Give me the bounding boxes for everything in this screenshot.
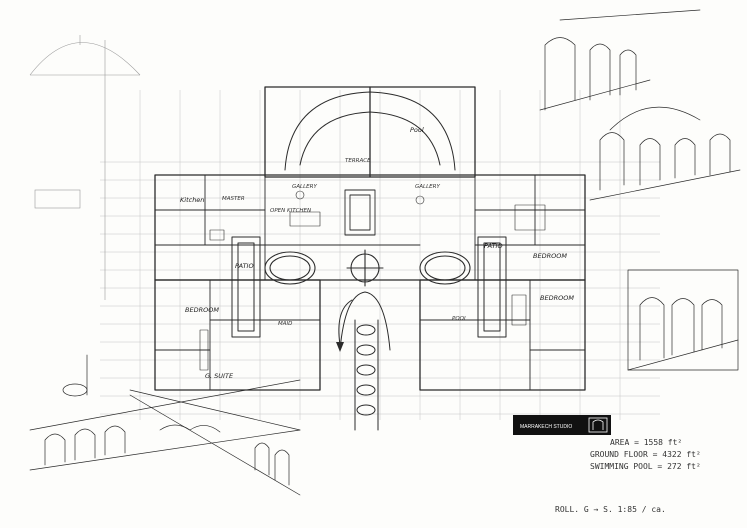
label-pool: Pool: [410, 126, 424, 134]
label-bedroom-right-2: BEDROOM: [540, 294, 574, 302]
note-area: AREA = 1558 ft²: [610, 438, 682, 447]
label-patio-left: PATIO: [235, 262, 254, 270]
label-master: MASTER: [222, 196, 245, 202]
furniture-hints: [199, 190, 546, 371]
courtyard-perspective-sketch: [29, 354, 301, 496]
dome-elevation-sketch: [29, 35, 141, 300]
patio-right: [477, 236, 507, 338]
label-bedroom-right: BEDROOM: [533, 252, 567, 260]
label-pool-right: POOL: [452, 316, 467, 322]
label-open-kitchen: OPEN KITCHEN: [270, 208, 311, 214]
logo-text: MARRAKECH STUDIO: [520, 424, 572, 430]
label-patio-right: PATIO: [484, 242, 503, 250]
interior-walls: [154, 174, 586, 391]
label-kitchen: Kitchen: [180, 196, 204, 204]
building-outline: [154, 86, 586, 391]
note-ground-floor: GROUND FLOOR = 4322 ft²: [590, 450, 701, 459]
arch-interior-sketch: [627, 269, 739, 371]
note-swimming-pool: SWIMMING POOL = 272 ft²: [590, 462, 701, 471]
patio-left: [231, 236, 261, 338]
label-maid: MAID: [278, 321, 292, 327]
entry-path: [336, 291, 391, 431]
studio-logo: MARRAKECH STUDIO: [513, 415, 611, 435]
label-gallery-right: GALLERY: [415, 184, 440, 190]
label-bedroom-left: BEDROOM: [185, 306, 219, 314]
central-fountains: [264, 249, 471, 287]
label-terrace: TERRACE: [345, 158, 371, 164]
label-g-suite: G. SUITE: [205, 372, 234, 380]
label-gallery-left: GALLERY: [292, 184, 317, 190]
construction-grid: [100, 90, 660, 420]
arcade-perspective-sketch: [539, 9, 741, 201]
terrace-arc: [284, 91, 456, 171]
note-scale: ROLL. G → S. 1:85 / ca.: [555, 505, 666, 514]
